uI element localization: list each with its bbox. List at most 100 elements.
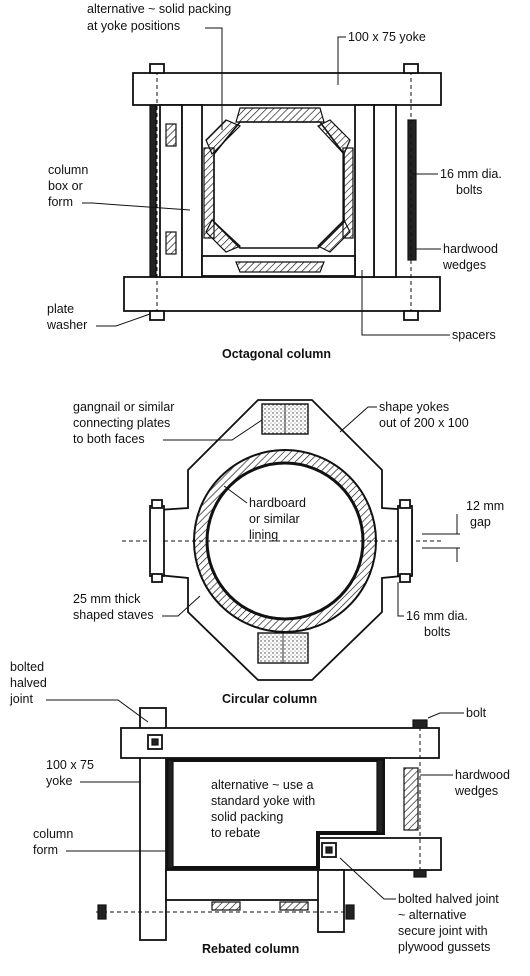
circ-label-gangnail-1: gangnail or similar [73,400,174,414]
bottom-wedge-right [279,901,309,911]
oct-label-wedges-1: hardwood [443,242,498,256]
oct-label-spacers: spacers [452,328,496,342]
bottom-yoke [123,276,441,312]
right-bolt-washer [397,505,413,577]
reb-leader-bolt [427,712,464,719]
circ-label-bolts-1: 16 mm dia. [406,609,468,623]
top-yoke [132,72,442,106]
oct-caption: Octagonal column [222,347,331,361]
reb-leader-joint [339,857,396,900]
oct-label-column-1: column [48,163,88,177]
circ-label-lining-3: lining [249,528,278,542]
oct-label-bolts-2: bolts [456,183,482,197]
reb-label-joint-2: ~ alternative [398,908,466,922]
right-bolt-head-bottom [399,573,411,583]
left-wedge-top [165,123,177,147]
left-wedge-strip [149,104,157,278]
circ-label-yokes-2: out of 200 x 100 [379,416,469,430]
reb-label-alt-2: standard yoke with [211,794,315,808]
oct-leader-yoke [337,36,346,85]
left-bolt-nut-bottom [149,310,165,321]
left-bolt-head-top [151,499,163,509]
left-wedge-bottom [165,231,177,255]
oct-label-washer-1: plate [47,302,74,316]
reb-label-wedges-2: wedges [454,784,498,798]
left-inner-board [181,104,203,278]
octagon-void [213,121,345,249]
reb-label-halved-3: joint [9,692,33,706]
oct-label-packing-2: at yoke positions [87,19,180,33]
left-bolt-washer [149,505,165,577]
left-fillet [203,147,215,239]
reb-label-alt-1: alternative ~ use a [211,778,314,792]
circ-leader-gangnail [163,419,263,441]
circ-label-lining-1: hardboard [249,496,306,510]
circ-label-gangnail-3: to both faces [73,432,145,446]
reb-label-joint-3: secure joint with [398,924,488,938]
oct-label-washer-2: washer [46,318,87,332]
right-bolt-nut-top [412,719,428,729]
left-bolt-head-bottom [151,573,163,583]
right-hardwood-wedges [403,767,419,831]
circ-label-lining-2: or similar [249,512,300,526]
oct-label-packing-1: alternative ~ solid packing [87,2,231,16]
right-inner-board [354,104,375,278]
reb-caption: Rebated column [202,942,299,956]
circ-label-gap-1: 12 mm [466,499,504,513]
reb-label-alt-4: to rebate [211,826,260,840]
reb-label-yoke-1: 100 x 75 [46,758,94,772]
right-bolt-head-top [399,499,411,509]
rebated-column-drawing [96,707,442,941]
circ-label-staves-2: shaped staves [73,608,154,622]
right-wedge-strip [407,119,417,261]
oct-label-bolts-1: 16 mm dia. [440,167,502,181]
left-bolt-nut-top [149,63,165,74]
circular-column-drawing [122,399,460,681]
reb-label-wedges-1: hardwood [455,768,510,782]
circ-label-bolts-2: bolts [424,625,450,639]
bottom-wedge-left [211,901,241,911]
top-yoke [120,727,440,759]
oct-label-yoke: 100 x 75 yoke [348,30,426,44]
oct-leader-washer [96,313,151,327]
right-fillet [342,147,354,239]
circ-leader-staves [162,595,201,617]
bottom-bolt-nut [345,904,355,920]
reb-label-form-1: column [33,827,73,841]
oct-leader-column [82,202,191,211]
circ-leader-lining [223,485,248,504]
oct-label-wedges-2: wedges [442,258,486,272]
oct-leader-spacers [361,270,450,336]
circ-label-yokes-1: shape yokes [379,400,449,414]
oct-label-column-3: form [48,195,73,209]
reb-label-halved-1: bolted [10,660,44,674]
reb-label-alt-3: solid packing [211,810,283,824]
bottom-member [165,869,332,901]
top-fillet [235,107,325,123]
oct-leader-packing [205,27,223,130]
top-left-bolt [151,738,159,746]
circ-caption: Circular column [222,692,317,706]
mid-bolt [325,846,333,854]
bottom-fillet [235,261,325,273]
reb-label-form-2: form [33,843,58,857]
right-bolt-nut-bottom [413,869,427,878]
form-left-board [167,759,174,869]
circ-label-staves-1: 25 mm thick [73,592,141,606]
bottom-bolt-head [97,904,107,920]
circ-leader-yokes [339,406,377,433]
right-vertical-member [317,869,345,933]
reb-label-halved-2: halved [10,676,47,690]
reb-label-bolt: bolt [466,706,487,720]
right-bolt-nut-bottom [403,310,419,321]
right-bolt-nut-top [403,63,419,74]
reb-leader-halved [46,699,149,723]
form-right-board [376,759,384,834]
reb-label-yoke-2: yoke [46,774,72,788]
right-form-side [373,104,397,278]
octagonal-column-drawing [123,63,442,321]
reb-label-joint-1: bolted halved joint [398,892,499,906]
circ-label-gap-2: gap [470,515,491,529]
circ-leader-bolts [397,582,404,617]
